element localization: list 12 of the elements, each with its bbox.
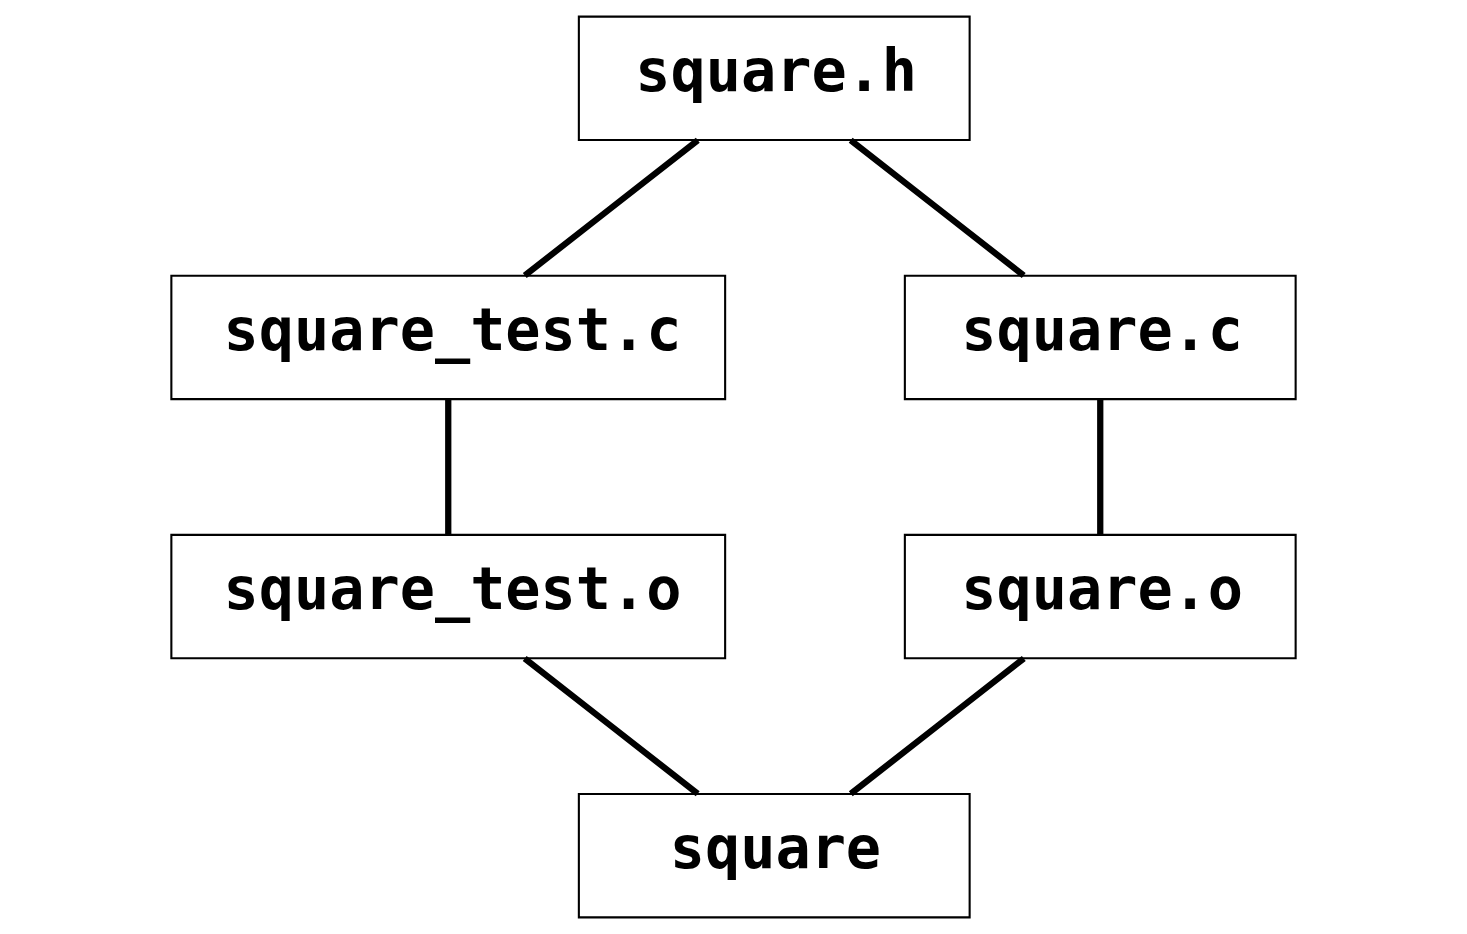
node-box: square <box>577 793 971 919</box>
node-box: square_test.o <box>170 533 727 660</box>
connector <box>522 137 700 278</box>
connector <box>445 399 452 535</box>
connector <box>1097 399 1104 535</box>
node-box: square.h <box>577 15 971 141</box>
connector <box>848 655 1026 797</box>
node-box: square.c <box>903 274 1297 401</box>
node-box: square.o <box>903 533 1297 660</box>
node-box: square_test.c <box>170 274 727 401</box>
connector <box>848 137 1026 278</box>
connector <box>522 655 700 797</box>
